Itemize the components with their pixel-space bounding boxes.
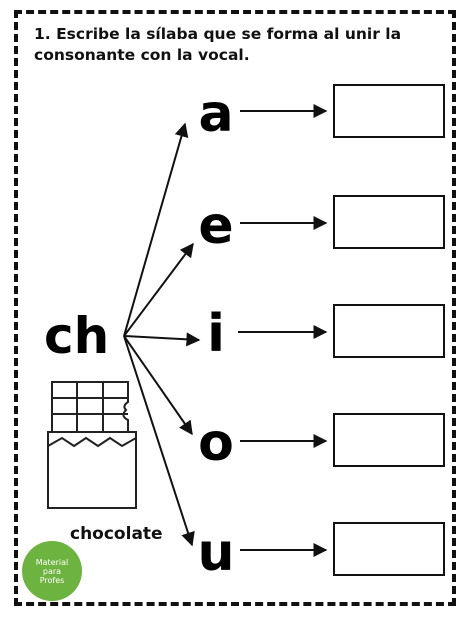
vowel-e: e <box>198 196 234 256</box>
answer-box-o[interactable] <box>333 413 445 467</box>
material-para-profes-logo: Material para Profes <box>22 541 82 601</box>
logo-line-1: Material <box>35 557 69 567</box>
consonant-ch: ch <box>44 307 110 365</box>
answer-box-a[interactable] <box>333 84 445 138</box>
answer-box-u[interactable] <box>333 522 445 576</box>
vowel-u: u <box>197 523 235 583</box>
dashed-border <box>14 10 456 606</box>
arrow-to-u <box>123 335 195 547</box>
arrow-to-o <box>123 335 193 436</box>
logo-line-2: para <box>42 566 62 576</box>
arrow-to-i <box>123 332 201 347</box>
answer-box-e[interactable] <box>333 195 445 249</box>
example-word: chocolate <box>70 524 163 544</box>
logo-line-3: Profes <box>39 575 65 585</box>
chocolate-icon <box>47 381 137 509</box>
instruction-text: 1. Escribe la sílaba que se forma al uni… <box>34 25 402 64</box>
vowel-o: o <box>198 413 234 473</box>
vowel-i: i <box>207 304 225 364</box>
arrow-to-e <box>123 242 194 337</box>
vowel-a: a <box>198 84 234 144</box>
answer-box-i[interactable] <box>333 304 445 358</box>
arrow-to-a <box>123 122 189 337</box>
